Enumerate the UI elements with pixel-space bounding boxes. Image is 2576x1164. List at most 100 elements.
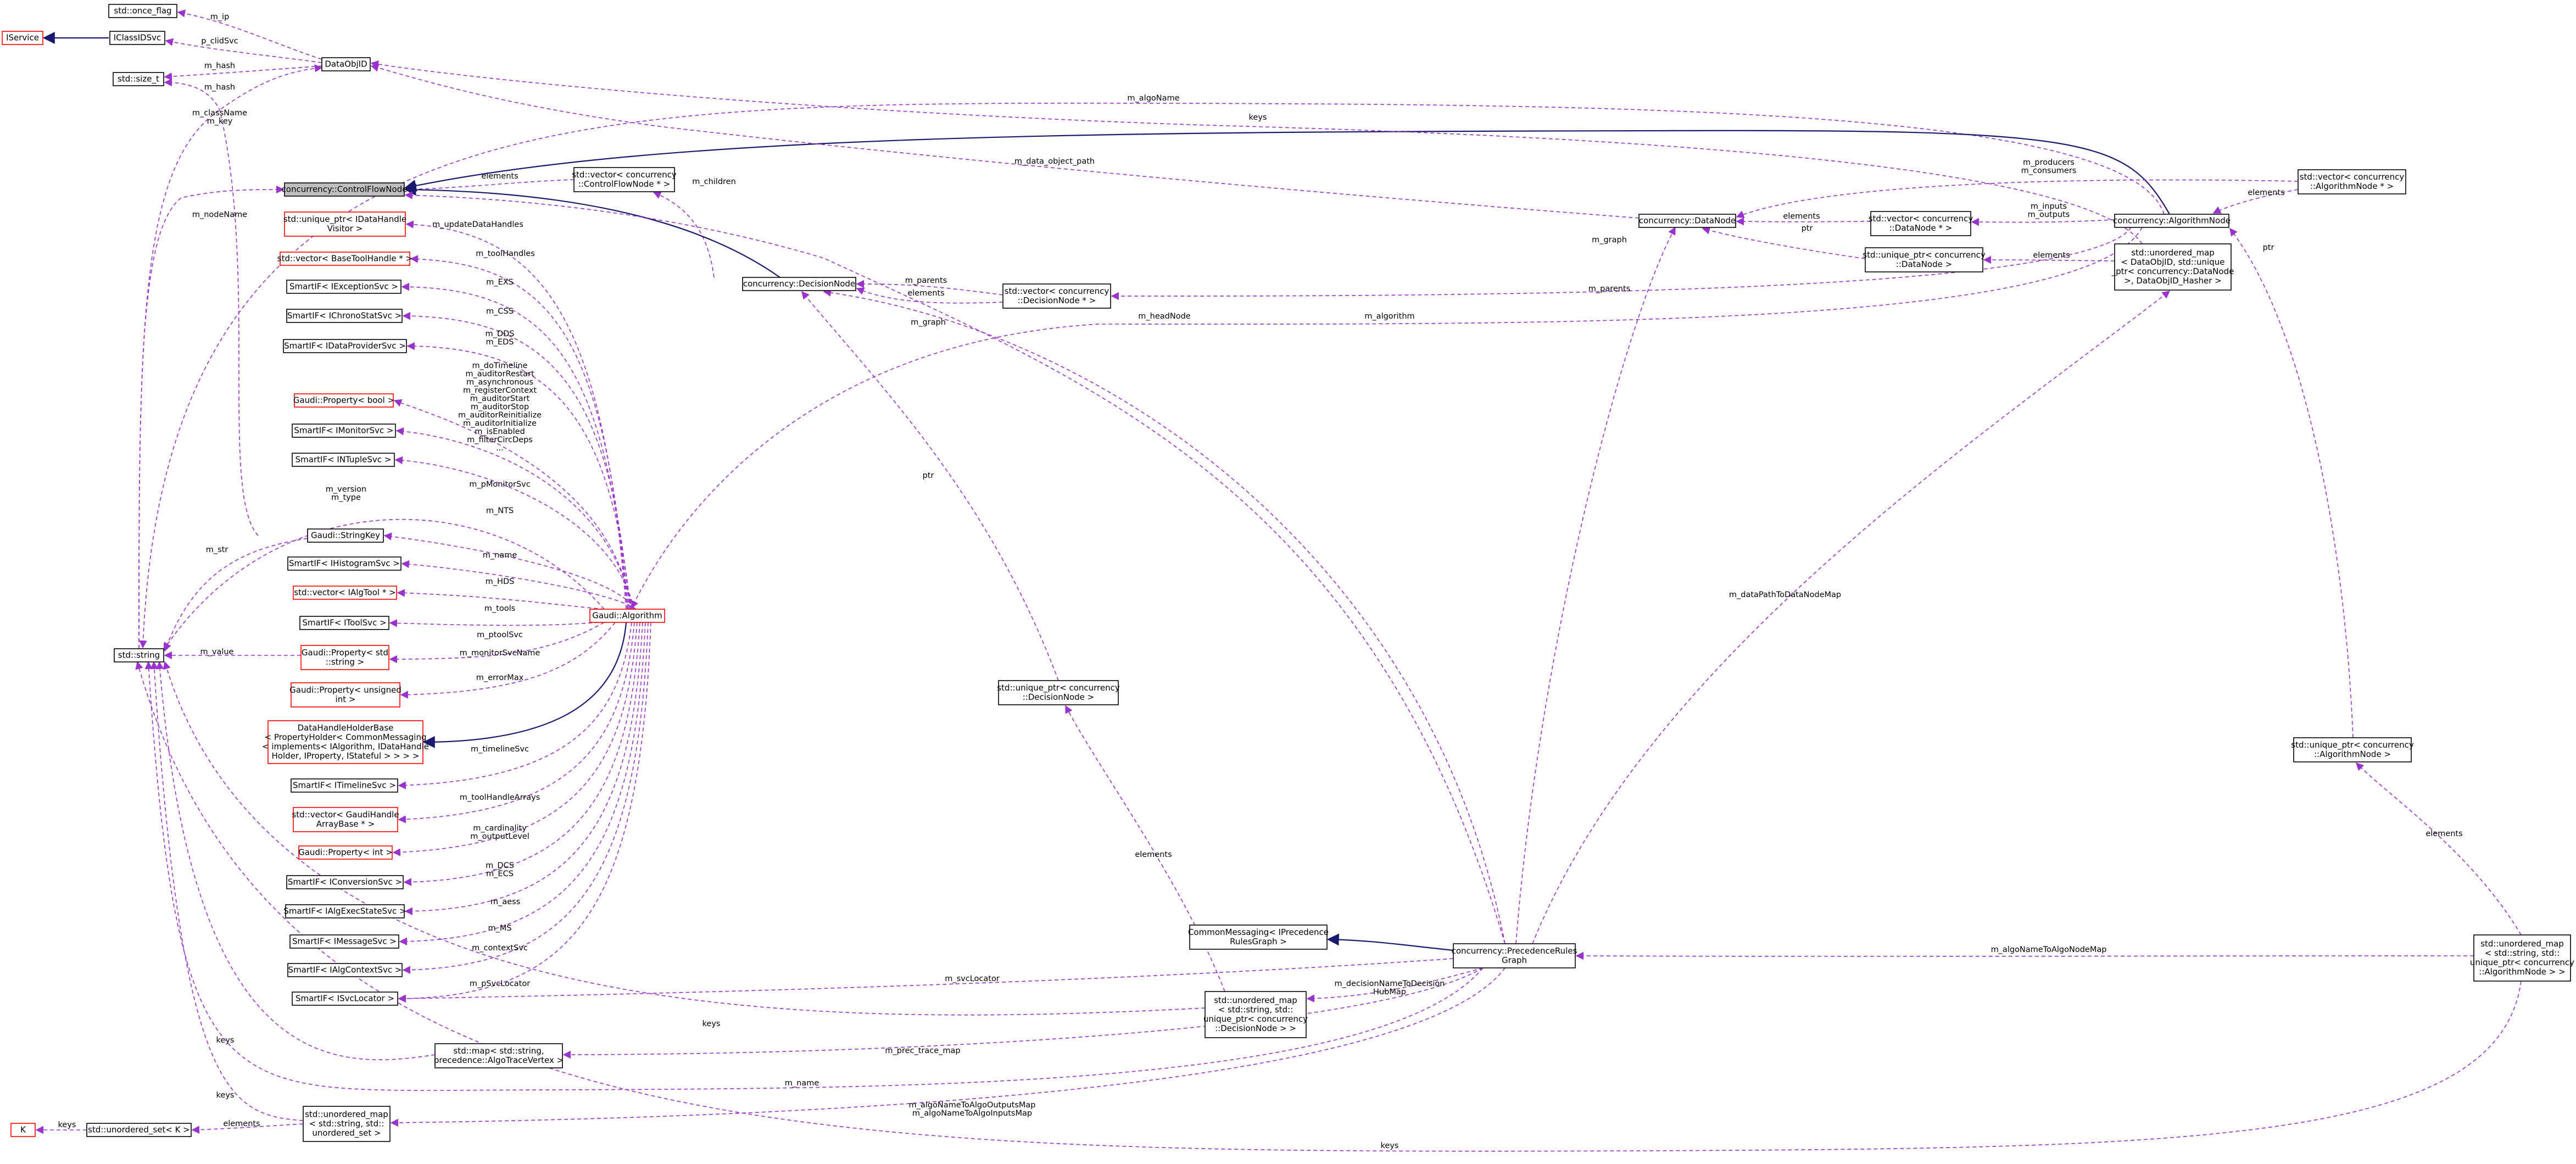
edge-label: m_parents (1588, 285, 1630, 293)
edge-sif-ntuplesvc-to-gaudi-algorithm (394, 456, 634, 610)
edge-label: keys (216, 1091, 235, 1100)
edge-label: m_pMonitorSvc (469, 480, 530, 489)
node-uptr-algorithmnode[interactable]: std::unique_ptr< concurrency::AlgorithmN… (2291, 737, 2414, 762)
edge-label: m_svcLocator (945, 974, 1000, 983)
node-label: std::vector< IAlgTool * > (294, 588, 395, 598)
node-box (300, 645, 389, 670)
node-prop-int[interactable]: Gaudi::Property< int > (298, 845, 393, 860)
edge-label-line: m_algorithm (1364, 312, 1414, 321)
edge-label-line: m_data_object_path (1014, 157, 1095, 166)
node-vec-cfnode[interactable]: std::vector< concurrency::ControlFlowNod… (572, 167, 677, 192)
node-label: Visitor > (327, 224, 363, 233)
node-sif-messagesvc[interactable]: SmartIF< IMessageSvc > (289, 934, 399, 949)
node-size-t[interactable]: std::size_t (113, 72, 164, 86)
edge-label: elements (2248, 188, 2284, 197)
node-uptr-datanode[interactable]: std::unique_ptr< concurrency::DataNode > (1863, 247, 1986, 272)
node-label: SmartIF< IHistogramSvc > (289, 559, 400, 569)
node-label: ::ControlFlowNode * > (578, 179, 670, 189)
node-unordered-map-decisionnode[interactable]: std::unordered_map< std::string, std::un… (1203, 991, 1308, 1038)
node-label: int > (336, 694, 356, 704)
node-map-algtracevertex[interactable]: std::map< std::string,precedence::AlgoTr… (434, 1043, 564, 1068)
node-sif-algexecstatesvc[interactable]: SmartIF< IAlgExecStateSvc > (283, 904, 406, 918)
edge-sif-exceptionsvc-to-gaudi-algorithm (401, 282, 629, 610)
edge-label-line: m_hash (204, 83, 235, 92)
node-sif-toolsvc[interactable]: SmartIF< IToolSvc > (299, 616, 389, 630)
node-prop-bool[interactable]: Gaudi::Property< bool > (293, 393, 394, 408)
edge-label-line: m_CSS (486, 307, 514, 316)
node-sif-monitorsvc[interactable]: SmartIF< IMonitorSvc > (292, 424, 396, 438)
edge-label-line: keys (702, 1020, 721, 1028)
node-label: K (20, 1125, 26, 1135)
node-prop-string[interactable]: Gaudi::Property< std::string > (300, 645, 389, 670)
edge-unordered-map-dataobjid-to-precedencerulesgraph (1532, 291, 2171, 944)
node-iservice[interactable]: IService (2, 31, 43, 45)
node-sif-svclocator[interactable]: SmartIF< ISvcLocator > (292, 992, 398, 1006)
edge-cfnode-to-vec-cfnode (404, 179, 575, 193)
node-unordered-set-k[interactable]: std::unordered_set< K > (86, 1123, 192, 1137)
node-vec-datanode[interactable]: std::vector< concurrency::DataNode * > (1869, 211, 1973, 236)
edge-label: m_aess (490, 898, 520, 906)
node-iclassidsvc[interactable]: IClassIDSvc (109, 31, 165, 45)
node-sif-histogramsvc[interactable]: SmartIF< IHistogramSvc > (287, 556, 402, 571)
node-once-flag[interactable]: std::once_flag (108, 4, 177, 18)
edge-label-line: ... (496, 444, 504, 453)
node-label: std::vector< concurrency (1869, 214, 1973, 224)
node-sif-conversionsvc[interactable]: SmartIF< IConversionSvc > (286, 875, 404, 889)
edge-std-string-to-unordered-map-decisionnode (163, 661, 1206, 1016)
node-box (434, 1043, 563, 1068)
node-vec-decisionnode[interactable]: std::vector< concurrency::DecisionNode *… (1002, 283, 1111, 309)
edge-label-line: m_value (200, 648, 234, 656)
edge-label-line: m_registerContext (463, 386, 537, 395)
node-algorithmnode[interactable]: concurrency::AlgorithmNode (2113, 214, 2231, 228)
edge-label: m_value (200, 648, 234, 656)
node-cfnode[interactable]: concurrency::ControlFlowNode (282, 182, 408, 197)
node-unordered-map-string-set[interactable]: std::unordered_map< std::string, std::un… (303, 1106, 391, 1142)
node-sif-ntuplesvc[interactable]: SmartIF< INTupleSvc > (292, 453, 395, 467)
node-sif-dataprovidersvc[interactable]: SmartIF< IDataProviderSvc > (283, 339, 407, 353)
node-label: concurrency::DecisionNode (743, 279, 855, 289)
node-vec-algorithmnode[interactable]: std::vector< concurrency::AlgorithmNode … (2298, 169, 2406, 194)
edge-label: m_nodeName (192, 210, 247, 219)
node-sif-chronostatsvc[interactable]: SmartIF< IChronoStatSvc > (286, 309, 403, 323)
node-datahandleholderbase[interactable]: DataHandleHolderBase< PropertyHolder< Co… (262, 720, 429, 764)
node-label: concurrency::PrecedenceRules (1452, 946, 1577, 956)
node-label: SmartIF< IChronoStatSvc > (287, 311, 402, 321)
edge-label-line: m_name (483, 551, 517, 560)
node-gaudi-algorithm[interactable]: Gaudi::Algorithm (589, 609, 665, 623)
node-vec-basetoolhandle[interactable]: std::vector< BaseToolHandle * > (277, 252, 412, 266)
edge-label: m_timelineSvc (471, 745, 529, 754)
node-datanode[interactable]: concurrency::DataNode (1638, 214, 1736, 228)
edge-label-line: m_nodeName (192, 210, 247, 219)
edge-uptr-algorithmnode-to-unordered-map-algorithmnode (2355, 762, 2522, 935)
node-vec-ialgtool[interactable]: std::vector< IAlgTool * > (293, 586, 397, 600)
edge-label: m_HDS (486, 577, 515, 586)
edge-label-line: m_HDS (486, 577, 515, 586)
node-label: CommonMessaging< IPrecedence (1188, 927, 1329, 937)
edge-label: m_prec_trace_map (885, 1046, 960, 1055)
edge-label-line: m_ptoolSvc (477, 631, 523, 639)
node-uptr-decisionnode[interactable]: std::unique_ptr< concurrency::DecisionNo… (997, 680, 1120, 705)
edge-label-line: m_pSvcLocator (470, 979, 530, 988)
node-unordered-map-algorithmnode[interactable]: std::unordered_map< std::string, std::un… (2470, 934, 2574, 982)
node-box (86, 1123, 192, 1137)
edge-label-line: elements (2426, 829, 2462, 838)
node-label: std::size_t (118, 74, 159, 85)
node-sif-timelinesvc[interactable]: SmartIF< ITimelineSvc > (291, 778, 398, 793)
node-dataobjid[interactable]: DataObjID (321, 57, 371, 71)
edge-label-line: m_outputLevel (470, 832, 529, 841)
node-k[interactable]: K (10, 1123, 36, 1137)
node-sif-exceptionsvc[interactable]: SmartIF< IExceptionSvc > (286, 280, 402, 294)
node-stringkey[interactable]: Gaudi::StringKey (307, 528, 384, 543)
node-std-string[interactable]: std::string (114, 648, 164, 662)
edge-std-string-to-algorithmnode (139, 103, 2165, 649)
node-unordered-map-dataobjid[interactable]: std::unordered_map< DataObjID, std::uniq… (2111, 243, 2234, 291)
node-sif-algcontextsvc[interactable]: SmartIF< IAlgContextSvc > (287, 963, 403, 977)
node-decisionnode[interactable]: concurrency::DecisionNode (742, 277, 856, 291)
